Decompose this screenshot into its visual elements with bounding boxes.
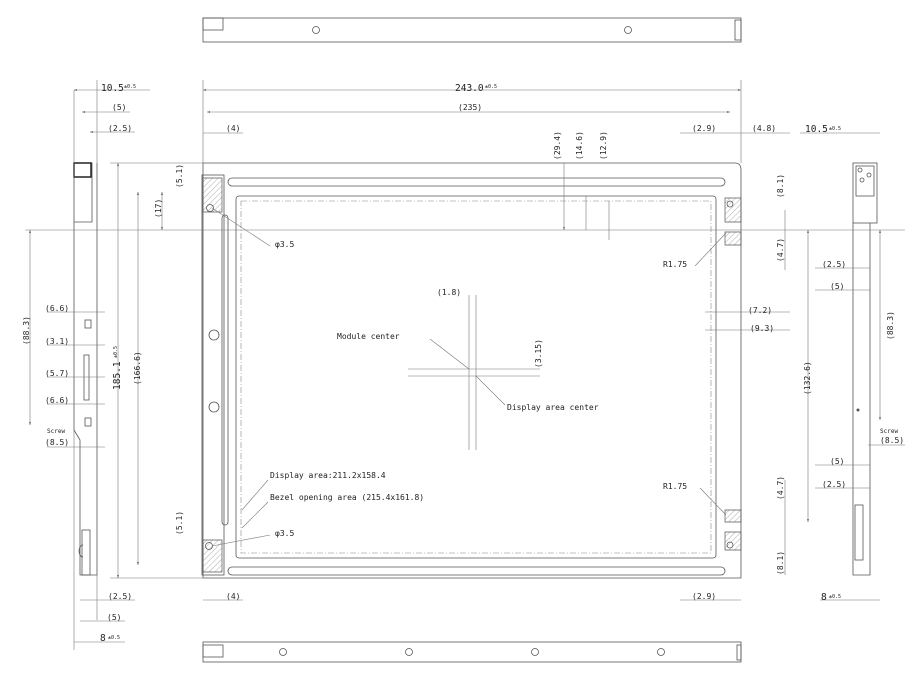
dim-label: R1.75 bbox=[663, 482, 687, 491]
dim-label: (7.2) bbox=[748, 306, 772, 315]
dim-label: (5.1) bbox=[175, 511, 184, 535]
dim-label: (166.6) bbox=[133, 351, 142, 385]
dimension-lines bbox=[25, 80, 905, 650]
screw-label: Screw bbox=[880, 428, 898, 435]
dim-label: 243.0 bbox=[455, 83, 484, 94]
bottom-edge-view bbox=[202, 641, 742, 663]
dim-label: (5.7) bbox=[45, 369, 69, 378]
dim-label: (14.6) bbox=[575, 131, 584, 160]
dim-label: (6.6) bbox=[45, 396, 69, 405]
dim-label: (4.8) bbox=[752, 124, 776, 133]
dim-label: (2.9) bbox=[692, 592, 716, 601]
dim-label: (235) bbox=[458, 103, 482, 112]
dim-label: (17) bbox=[154, 199, 163, 218]
dim-label: (3.1) bbox=[45, 337, 69, 346]
dim-label: (132.6) bbox=[803, 361, 812, 395]
dim-label: (2.5) bbox=[822, 480, 846, 489]
dim-label: R1.75 bbox=[663, 260, 687, 269]
dim-label: (4) bbox=[226, 592, 240, 601]
display-area-label: Display area:211.2x158.4 bbox=[270, 471, 386, 480]
dim-label: 10.5 bbox=[101, 83, 124, 94]
dim-label: φ3.5 bbox=[275, 240, 294, 249]
dim-tolerance: ±0.5 bbox=[485, 84, 497, 90]
dim-label: (88.3) bbox=[22, 316, 31, 345]
dim-label: (5) bbox=[830, 457, 844, 466]
dim-label: 10.5 bbox=[805, 124, 828, 135]
dim-label: (2.5) bbox=[108, 124, 132, 133]
dim-label: (88.3) bbox=[886, 311, 895, 340]
dim-tolerance: ±0.5 bbox=[124, 84, 136, 90]
module-center-label: Module center bbox=[337, 332, 400, 341]
dim-label: (6.6) bbox=[45, 304, 69, 313]
dim-label: (2.5) bbox=[822, 260, 846, 269]
dim-label: (3.15) bbox=[534, 339, 543, 368]
dim-label: (1.8) bbox=[437, 288, 461, 297]
dim-label: 8 bbox=[821, 592, 827, 603]
left-side-view bbox=[73, 162, 98, 576]
dim-tolerance: ±0.5 bbox=[829, 126, 841, 132]
dim-label: (4.7) bbox=[776, 476, 785, 500]
dim-label: (12.9) bbox=[599, 131, 608, 160]
top-edge-view bbox=[202, 17, 742, 43]
dim-label: (8.5) bbox=[880, 436, 904, 445]
display-area-outline bbox=[240, 200, 712, 554]
front-view-module bbox=[201, 162, 742, 579]
dim-label: (8.1) bbox=[776, 551, 785, 575]
dim-label: 185.1 bbox=[112, 361, 123, 390]
center-lines bbox=[408, 295, 540, 450]
dim-tolerance: ±0.5 bbox=[113, 346, 119, 358]
bezel-opening-label: Bezel opening area (215.4x161.8) bbox=[270, 493, 424, 502]
dim-label: (4.7) bbox=[776, 238, 785, 262]
screw-label: Screw bbox=[47, 428, 65, 435]
dim-label: (5.1) bbox=[175, 164, 184, 188]
dim-tolerance: ±0.5 bbox=[829, 594, 841, 600]
bezel-opening-outline bbox=[235, 195, 717, 559]
dim-label: (8.5) bbox=[45, 438, 69, 447]
dim-label: (5) bbox=[112, 103, 126, 112]
dim-label: 8 bbox=[100, 633, 106, 644]
dim-label: φ3.5 bbox=[275, 529, 294, 538]
right-side-view bbox=[852, 162, 878, 576]
dim-label: (5) bbox=[830, 282, 844, 291]
dim-label: (9.3) bbox=[750, 324, 774, 333]
dim-label: (29.4) bbox=[553, 131, 562, 160]
dimension-labels: 10.5 ±0.5 243.0 ±0.5 (235) (5) (2.5) (4)… bbox=[22, 83, 904, 644]
dim-label: (5) bbox=[107, 613, 121, 622]
dim-label: (4) bbox=[226, 124, 240, 133]
dim-tolerance: ±0.5 bbox=[108, 635, 120, 641]
dim-label: (2.5) bbox=[108, 592, 132, 601]
dim-label: (2.9) bbox=[692, 124, 716, 133]
mount-hole-top-left bbox=[206, 204, 214, 212]
display-area-center-label: Display area center bbox=[507, 403, 599, 412]
dim-label: (8.1) bbox=[776, 174, 785, 198]
